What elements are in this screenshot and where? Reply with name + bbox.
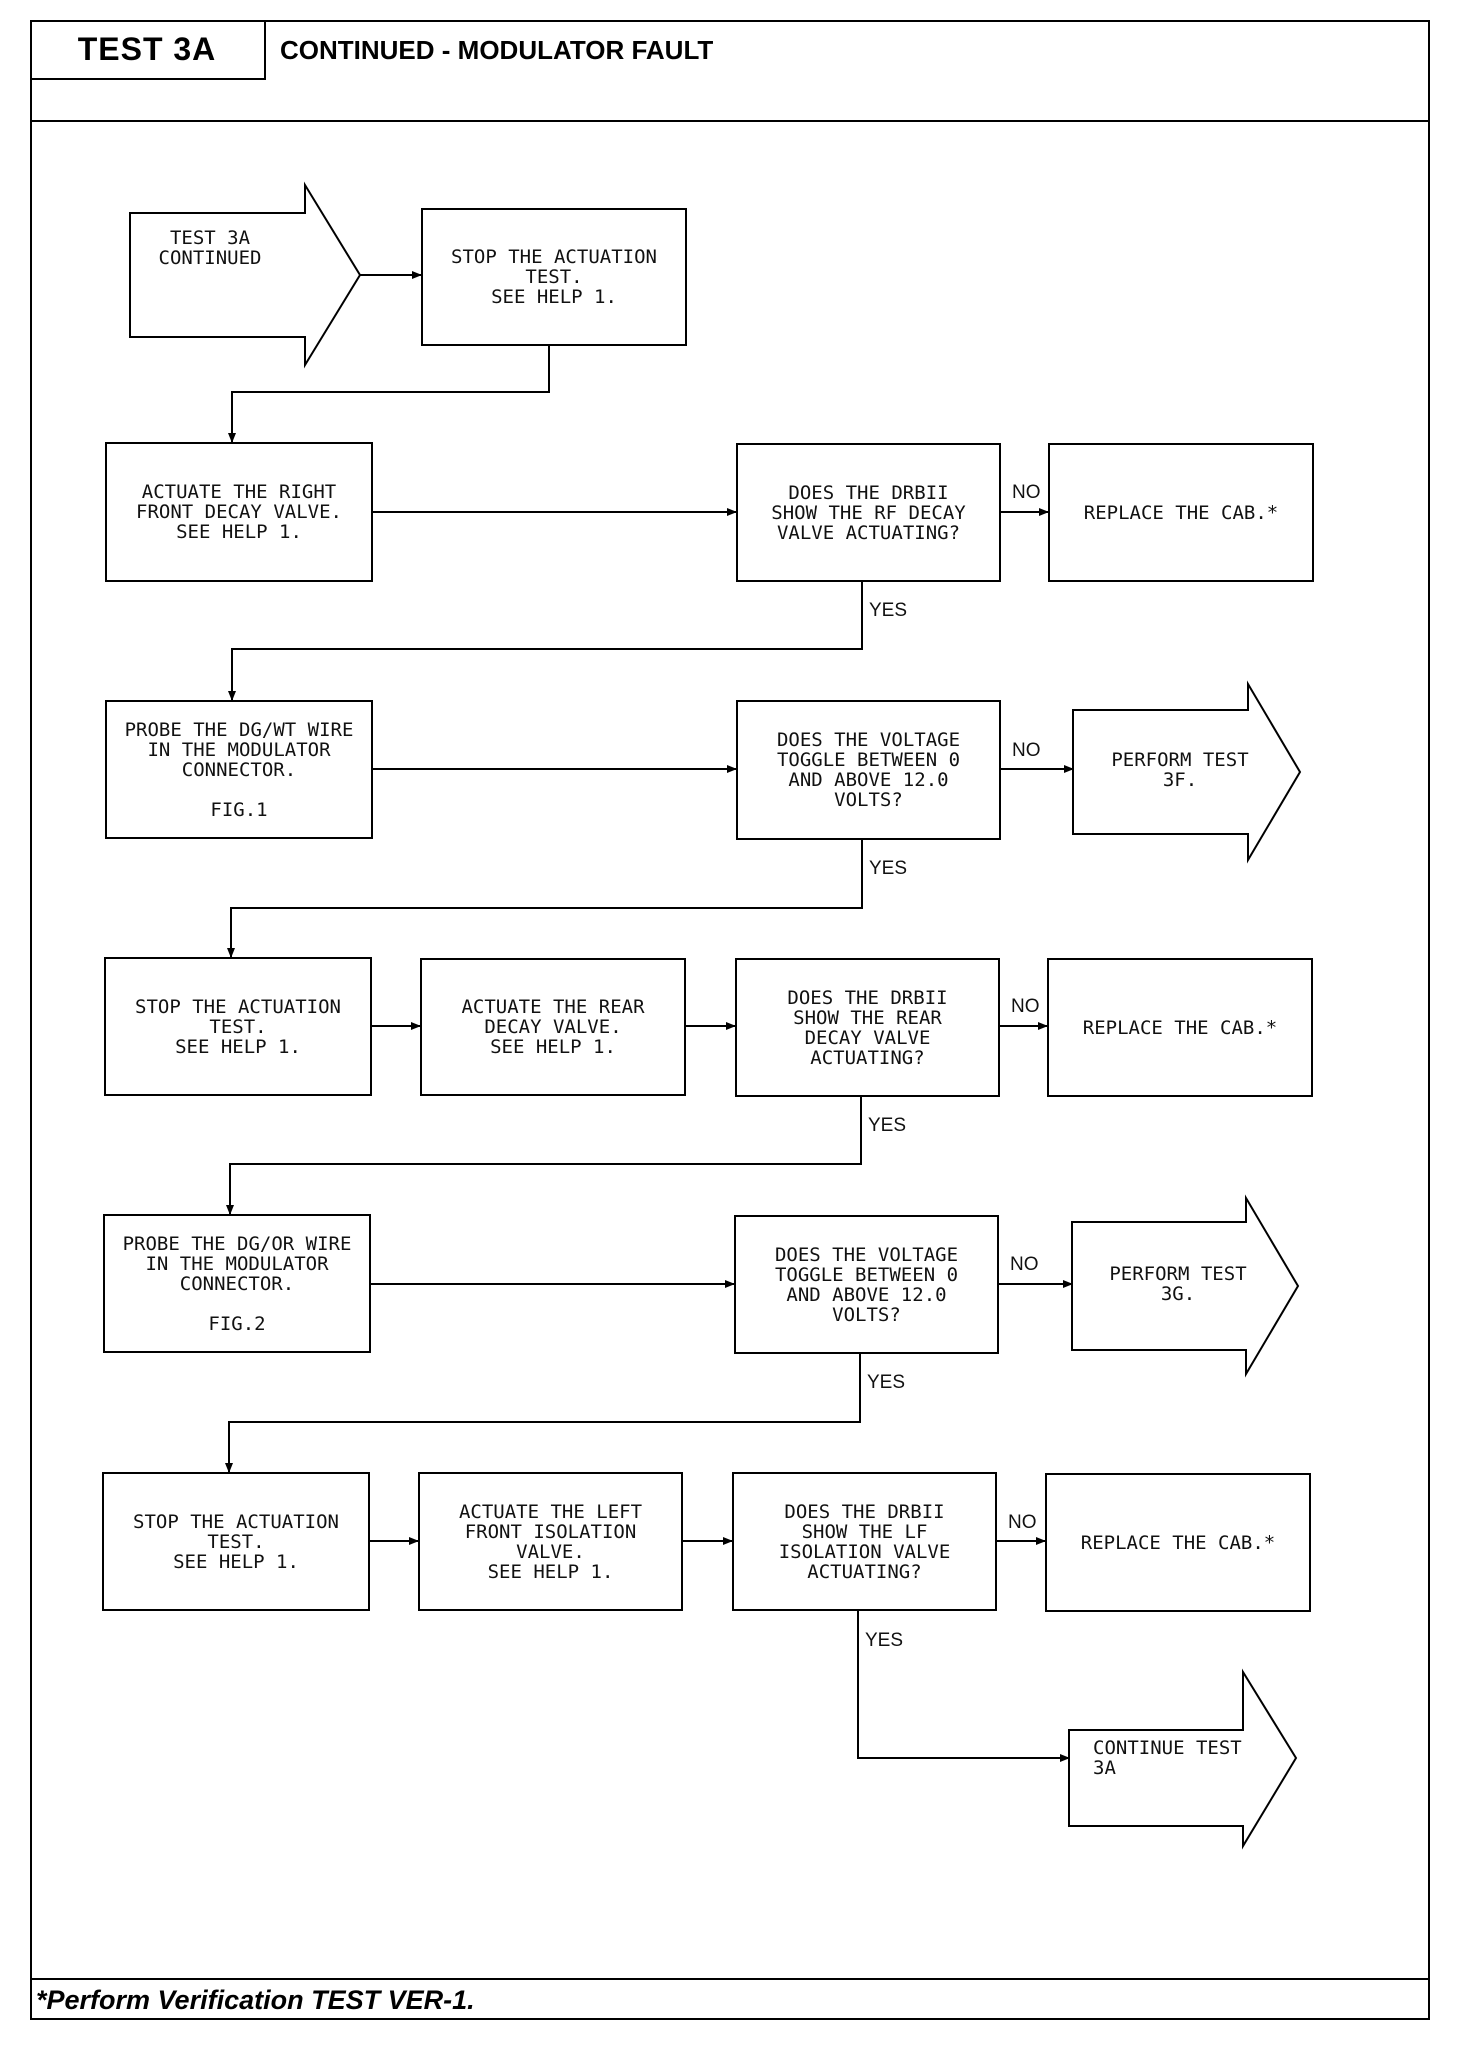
replace-cab-box-2: REPLACE THE CAB.* bbox=[1047, 958, 1313, 1097]
yes-label-3: YES bbox=[868, 1115, 907, 1136]
start-label: TEST 3A CONTINUED bbox=[158, 227, 262, 269]
no-label-3: NO bbox=[1011, 996, 1040, 1017]
r3-result-arrow-shape bbox=[1072, 680, 1302, 864]
start-arrow-shape bbox=[129, 181, 362, 369]
stop-actuation-box-2: STOP THE ACTUATION TEST. SEE HELP 1. bbox=[104, 957, 372, 1096]
yes-label-2: YES bbox=[869, 858, 908, 879]
replace-cab-box-1: REPLACE THE CAB.* bbox=[1048, 443, 1314, 582]
yes-label-1: YES bbox=[869, 600, 908, 621]
r5-result-arrow-shape bbox=[1071, 1194, 1300, 1378]
replace-cab-box-3: REPLACE THE CAB.* bbox=[1045, 1473, 1311, 1612]
rear-decay-question-box: DOES THE DRBII SHOW THE REAR DECAY VALVE… bbox=[735, 958, 1000, 1097]
probe-dg-wt-box: PROBE THE DG/WT WIRE IN THE MODULATOR CO… bbox=[105, 700, 373, 839]
rf-decay-question-box: DOES THE DRBII SHOW THE RF DECAY VALVE A… bbox=[736, 443, 1001, 582]
test-label: TEST 3A bbox=[30, 20, 266, 80]
end-label: CONTINUE TEST 3A bbox=[1093, 1737, 1242, 1779]
voltage-question-box-1: DOES THE VOLTAGE TOGGLE BETWEEN 0 AND AB… bbox=[736, 700, 1001, 840]
no-label-2: NO bbox=[1012, 740, 1041, 761]
r5-result-label: PERFORM TEST 3G. bbox=[1109, 1263, 1247, 1305]
actuate-lf-isolation-box: ACTUATE THE LEFT FRONT ISOLATION VALVE. … bbox=[418, 1472, 683, 1611]
footer-divider bbox=[30, 1978, 1430, 1980]
page-title: CONTINUED - MODULATOR FAULT bbox=[280, 34, 714, 65]
r3-result-label: PERFORM TEST 3F. bbox=[1111, 749, 1249, 791]
probe-dg-or-box: PROBE THE DG/OR WIRE IN THE MODULATOR CO… bbox=[103, 1214, 371, 1353]
lf-isolation-question-box: DOES THE DRBII SHOW THE LF ISOLATION VAL… bbox=[732, 1472, 997, 1611]
header-row bbox=[30, 20, 1430, 122]
no-label-5: NO bbox=[1008, 1512, 1037, 1533]
yes-label-5: YES bbox=[865, 1630, 904, 1651]
voltage-question-box-2: DOES THE VOLTAGE TOGGLE BETWEEN 0 AND AB… bbox=[734, 1215, 999, 1354]
page-frame bbox=[30, 20, 1430, 2020]
end-arrow-shape bbox=[1068, 1668, 1298, 1850]
yes-label-4: YES bbox=[867, 1372, 906, 1393]
actuate-rear-decay-box: ACTUATE THE REAR DECAY VALVE. SEE HELP 1… bbox=[420, 958, 686, 1096]
no-label-4: NO bbox=[1010, 1254, 1039, 1275]
footer-note: *Perform Verification TEST VER-1. bbox=[36, 1984, 475, 2015]
actuate-rf-decay-box: ACTUATE THE RIGHT FRONT DECAY VALVE. SEE… bbox=[105, 442, 373, 582]
no-label-1: NO bbox=[1012, 482, 1041, 503]
stop-actuation-box-3: STOP THE ACTUATION TEST. SEE HELP 1. bbox=[102, 1472, 370, 1611]
stop-actuation-box-1: STOP THE ACTUATION TEST. SEE HELP 1. bbox=[421, 208, 687, 346]
